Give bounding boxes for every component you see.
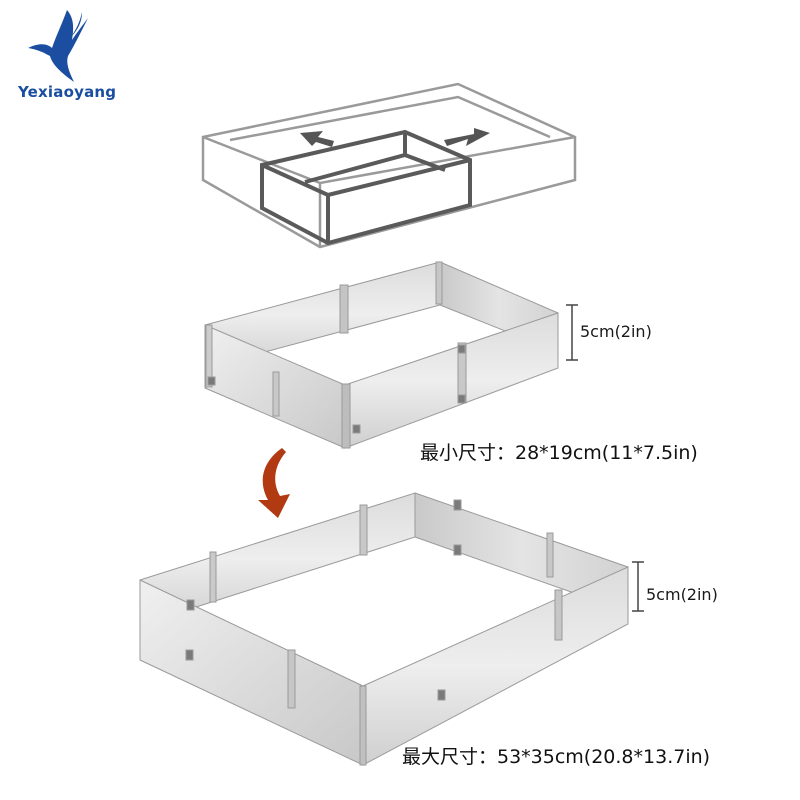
max-size-label: 最大尺寸：53*35cm(20.8*13.7in) — [402, 746, 711, 768]
expand-arrow-icon — [300, 128, 490, 147]
brand-name: Yexiaoyang — [18, 83, 117, 101]
bird-logo-icon — [28, 10, 88, 82]
height-label-small: 5cm(2in) — [580, 322, 652, 341]
expanded-frame-outline — [201, 82, 577, 249]
min-size-label: 最小尺寸：28*19cm(11*7.5in) — [420, 442, 698, 464]
height-marker-small — [566, 304, 578, 361]
curved-down-arrow-icon — [258, 448, 290, 518]
large-cake-ring — [139, 492, 629, 766]
compact-frame-outline — [260, 129, 472, 246]
height-label-large: 5cm(2in) — [646, 585, 718, 604]
small-cake-ring — [204, 261, 559, 449]
height-marker-large — [632, 561, 644, 612]
